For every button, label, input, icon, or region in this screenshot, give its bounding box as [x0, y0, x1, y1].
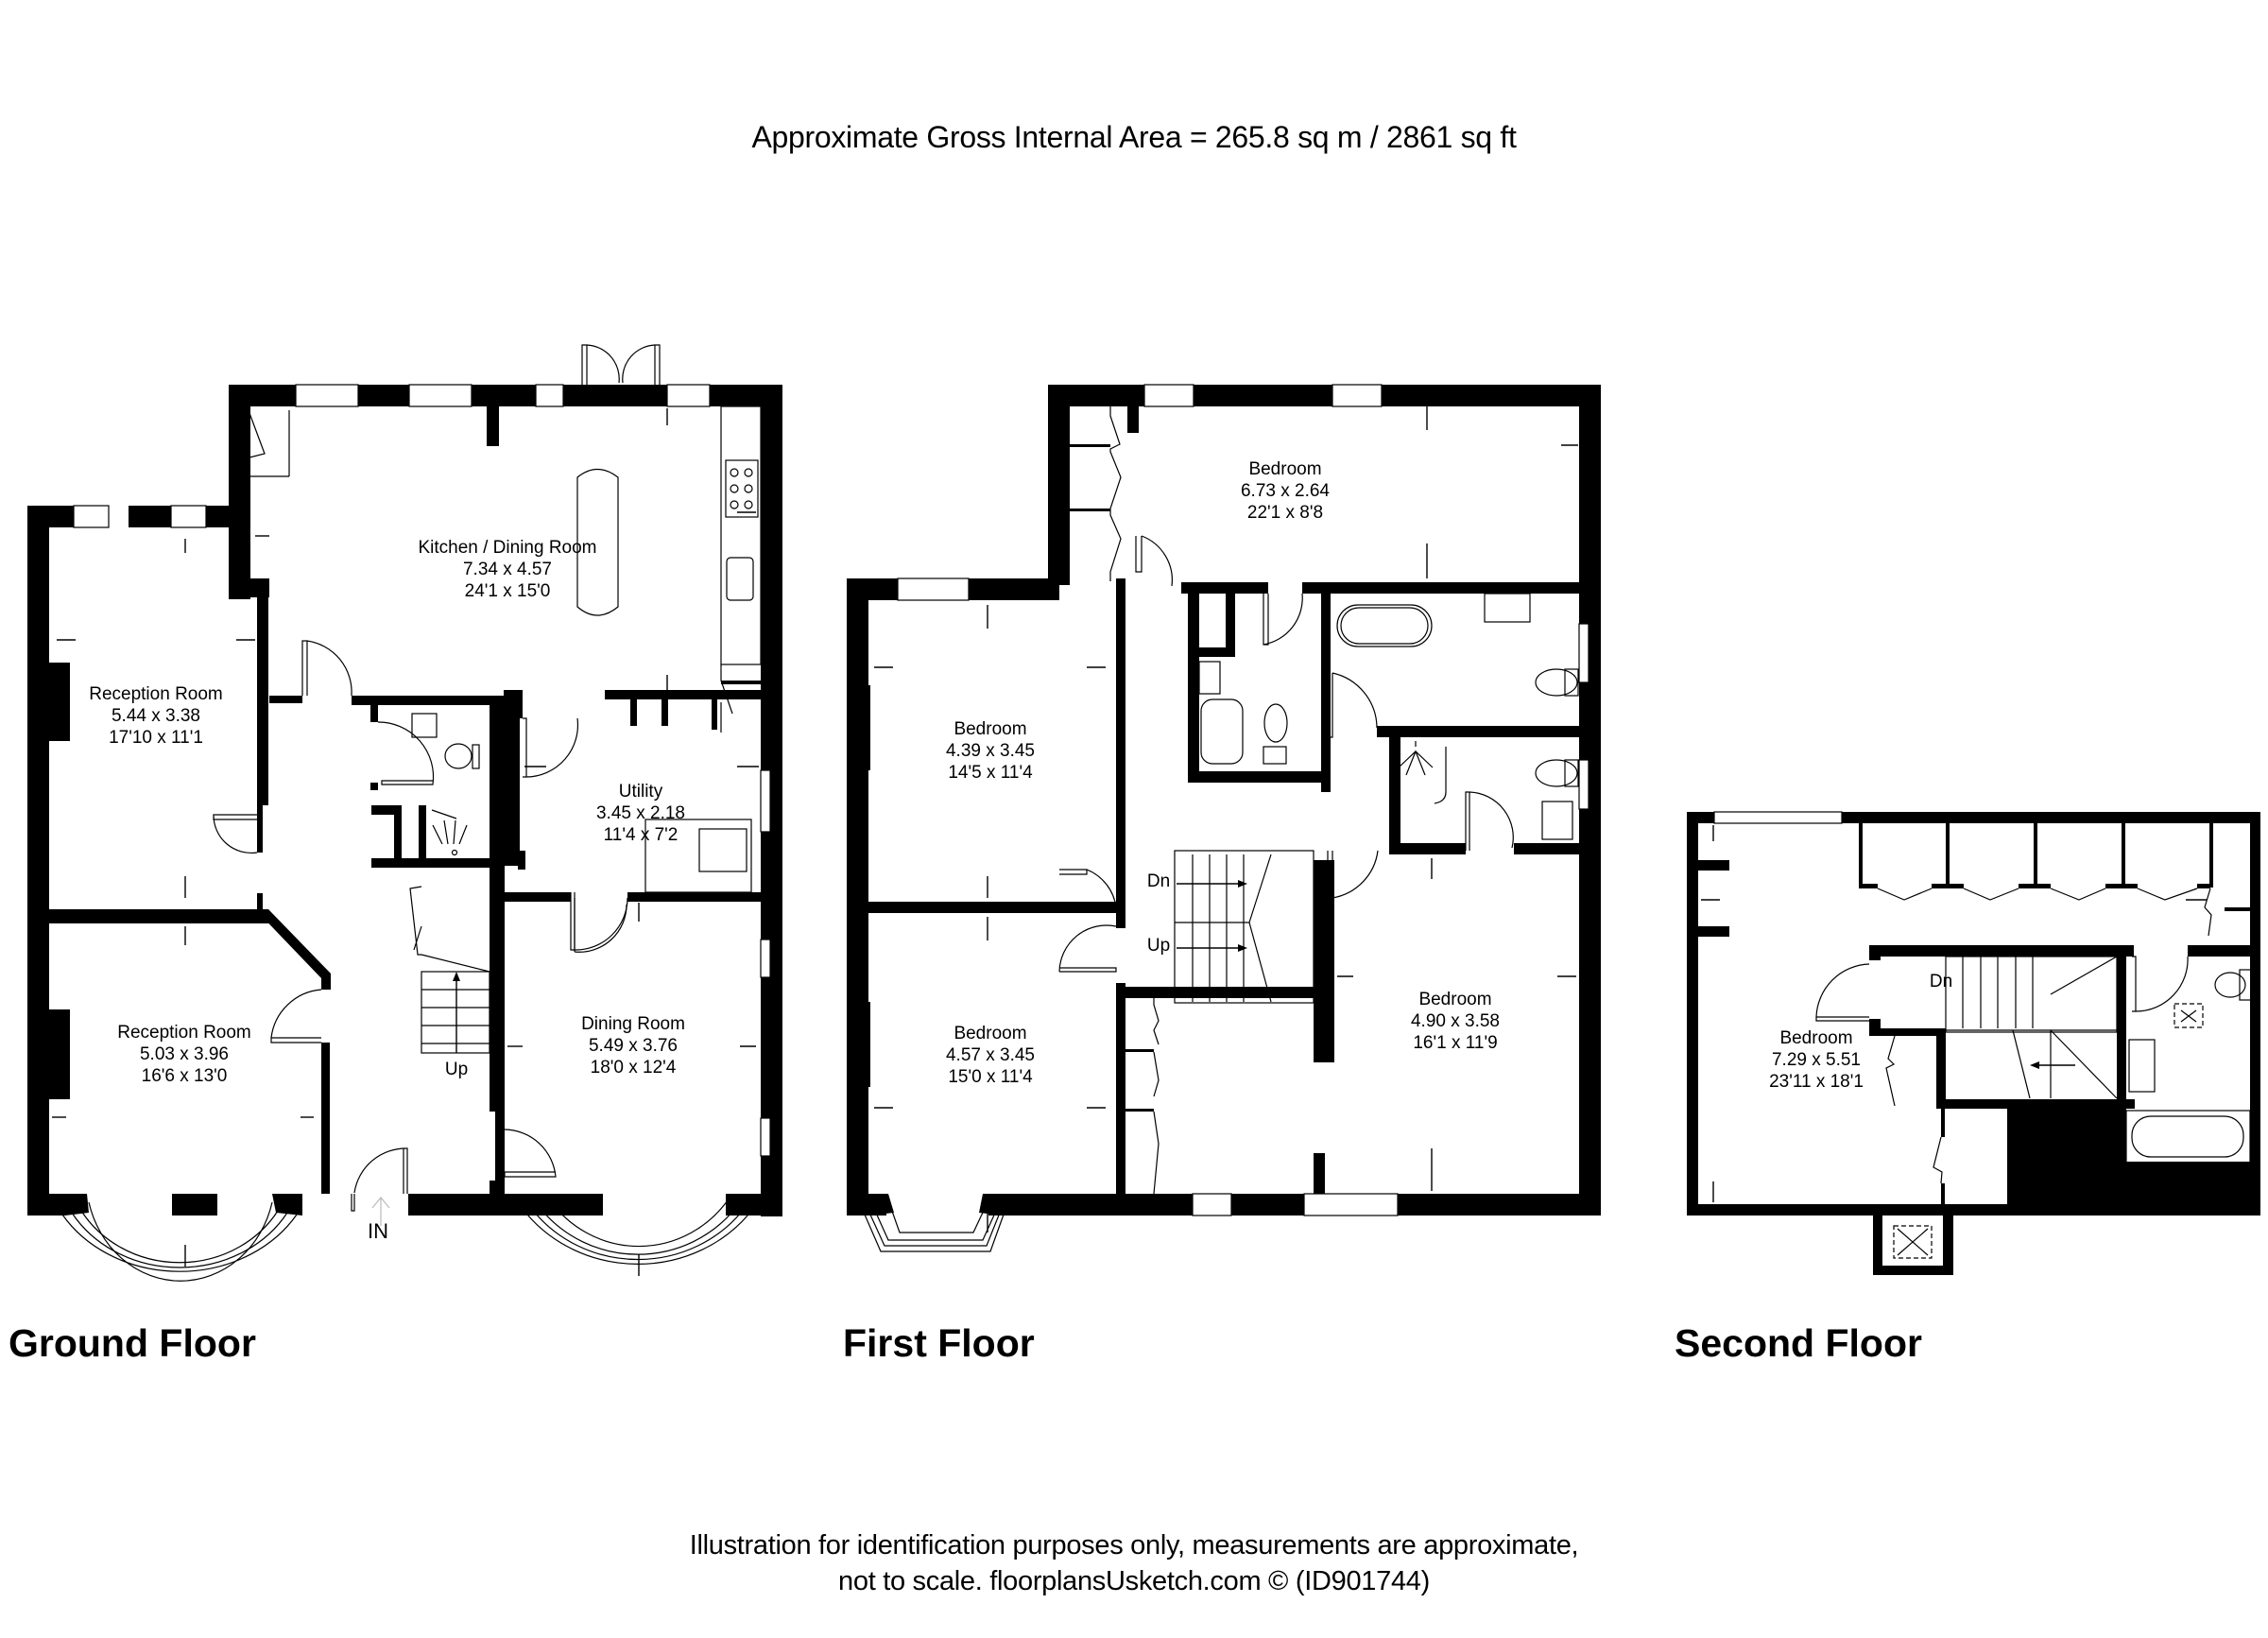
disclaimer: Illustration for identification purposes… [0, 1527, 2268, 1599]
stairs-down-label-second: Dn [1929, 972, 1953, 991]
second-floor-plan [1687, 811, 2260, 1275]
room-bedroom-1: Bedroom 6.73 x 2.64 22'1 x 8'8 [1240, 459, 1331, 523]
room-bedroom-3: Bedroom 4.57 x 3.45 15'0 x 11'4 [945, 1024, 1036, 1087]
stairs-up-label-first: Up [1146, 936, 1171, 956]
room-bedroom-2: Bedroom 4.39 x 3.45 14'5 x 11'4 [945, 719, 1036, 783]
disclaimer-line-2: not to scale. floorplansUsketch.com © (I… [838, 1566, 1430, 1596]
entrance-label: IN [368, 1219, 388, 1243]
room-bedroom-loft: Bedroom 7.29 x 5.51 23'11 x 18'1 [1769, 1028, 1864, 1092]
room-utility: Utility 3.45 x 2.18 11'4 x 7'2 [595, 782, 686, 845]
first-floor-plan [847, 384, 1601, 1252]
room-bedroom-4: Bedroom 4.90 x 3.58 16'1 x 11'9 [1410, 990, 1501, 1053]
gross-internal-area: Approximate Gross Internal Area = 265.8 … [751, 120, 1517, 154]
stairs-down-label-first: Dn [1146, 871, 1171, 891]
floor-label-second: Second Floor [1675, 1321, 1922, 1365]
disclaimer-line-1: Illustration for identification purposes… [689, 1530, 1579, 1560]
floor-label-ground: Ground Floor [9, 1321, 256, 1365]
room-reception-2: Reception Room 5.03 x 3.96 16'6 x 13'0 [117, 1023, 251, 1086]
floor-label-first: First Floor [843, 1321, 1035, 1365]
room-kitchen-dining: Kitchen / Dining Room 7.34 x 4.57 24'1 x… [418, 538, 597, 601]
room-reception-1: Reception Room 5.44 x 3.38 17'10 x 11'1 [89, 684, 223, 748]
stairs-up-label-ground: Up [444, 1060, 469, 1079]
ground-floor-plan [27, 344, 782, 1282]
room-dining: Dining Room 5.49 x 3.76 18'0 x 12'4 [581, 1014, 685, 1078]
